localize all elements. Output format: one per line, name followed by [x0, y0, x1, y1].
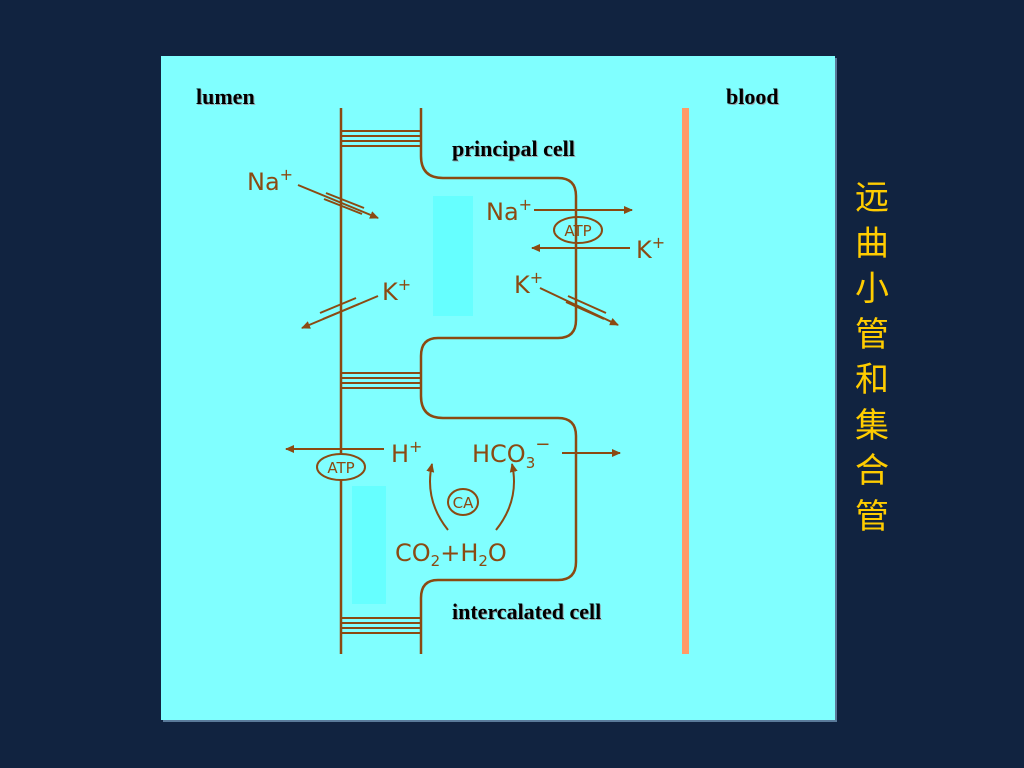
principal-atp-label: ATP: [564, 222, 591, 240]
slide-title: 远 曲 小 管 和 集 合 管: [850, 176, 894, 540]
lumen-label: lumen: [196, 84, 255, 109]
diagram-panel: [161, 56, 835, 720]
lumen-na-channel: [297, 184, 379, 219]
blood-label: blood: [726, 84, 779, 109]
principal-atp-pump: [553, 216, 603, 244]
intercalated-cell-highlight: [352, 486, 386, 604]
pump-na-label: Na+: [486, 195, 532, 226]
title-char: 曲: [855, 223, 889, 264]
intercalated-cell-label: intercalated cell: [452, 599, 602, 624]
blood-bar: [682, 108, 689, 654]
principal-cell-highlight: [433, 196, 473, 316]
intercalated-atp-label: ATP: [327, 459, 354, 477]
intercalated-atp-pump: [316, 453, 366, 481]
principal-cell-label: principal cell: [452, 136, 575, 161]
h-label: H+: [391, 437, 422, 468]
tight-junctions: [341, 130, 421, 634]
title-char: 管: [855, 496, 889, 537]
title-char: 集: [855, 405, 889, 446]
basolateral-k-label: K+: [514, 268, 543, 299]
title-char: 和: [855, 360, 889, 400]
lumen-k-channel: [301, 295, 379, 329]
reaction-label: CO2+H2O: [395, 539, 507, 570]
title-char: 合: [855, 451, 889, 491]
basolateral-k-channel: [539, 287, 619, 326]
lumen-na-label: Na+: [247, 165, 293, 196]
carbonic-anhydrase: [447, 488, 479, 516]
lumen-k-label: K+: [382, 275, 411, 306]
bicarbonate-label: HCO3−: [472, 434, 550, 472]
title-char: 管: [855, 314, 889, 355]
title-char: 小: [855, 269, 889, 309]
pump-k-label: K+: [636, 233, 665, 264]
ca-label: CA: [453, 494, 474, 512]
ca-reaction-arcs: [426, 463, 518, 531]
title-char: 远: [855, 178, 889, 218]
